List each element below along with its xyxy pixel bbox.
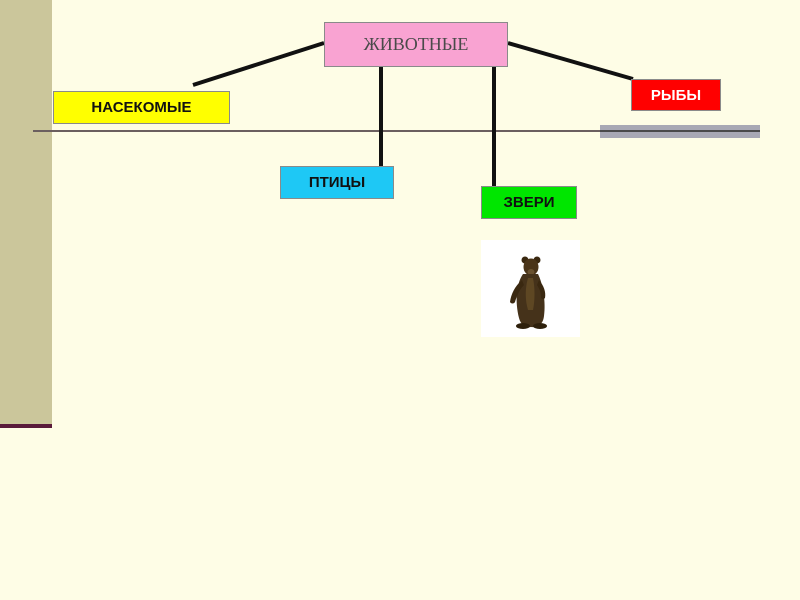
node-fish: РЫБЫ bbox=[631, 79, 721, 111]
node-insects: НАСЕКОМЫЕ bbox=[53, 91, 230, 124]
node-birds: ПТИЦЫ bbox=[280, 166, 394, 199]
node-beasts: ЗВЕРИ bbox=[481, 186, 577, 219]
bear-picture bbox=[481, 240, 580, 337]
connector-root-fish bbox=[508, 43, 633, 79]
bear-icon bbox=[481, 240, 580, 337]
root-node-animals: ЖИВОТНЫЕ bbox=[324, 22, 508, 67]
connector-root-insects bbox=[193, 43, 324, 85]
